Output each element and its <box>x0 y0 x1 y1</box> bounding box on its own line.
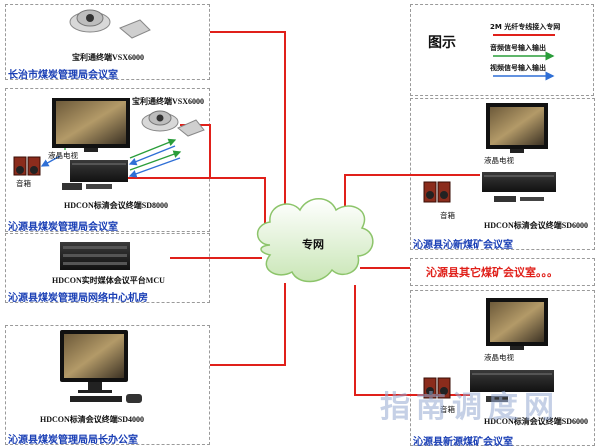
speaker-qinxin-icon <box>423 181 451 203</box>
xinyuan-speaker-label: 音箱 <box>440 405 455 414</box>
sd4000-office-icon <box>70 394 142 403</box>
lcd-monitor-office-icon <box>60 330 128 393</box>
qinxin-speaker-label: 音箱 <box>440 211 455 220</box>
qinyuan-bureau-caption: 沁源县煤炭管理局会议室 <box>8 222 118 233</box>
other-mines-caption: 沁源县其它煤矿会议室。。。 <box>426 266 558 279</box>
qinxin-lcd-tv-label: 液晶电视 <box>484 156 514 165</box>
private-network-label: 专网 <box>302 238 324 251</box>
av-signal-arrows <box>40 132 182 178</box>
office-sd4000-label: HDCON标清会议终端SD4000 <box>40 415 145 424</box>
sd6000-xinyuan-icon <box>470 370 554 402</box>
private-network-cloud <box>256 198 374 283</box>
vsx6000-bureau-icon <box>141 110 205 137</box>
bureau-lcd-tv-label: 液晶电视 <box>48 151 78 160</box>
changzhi-vsx6000-label: 宝利通终端VSX6000 <box>72 53 145 62</box>
director-office-caption: 沁源县煤炭管理局局长办公室 <box>8 435 138 446</box>
lcd-tv-bureau-icon <box>52 98 130 152</box>
sd8000-bureau-icon <box>62 160 128 190</box>
xinyuan-mine-caption: 沁源县新源煤矿会议室 <box>413 437 513 448</box>
legend-item-audio: 音频信号输入输出 <box>490 44 546 52</box>
lcd-tv-qinxin-icon <box>486 103 548 153</box>
bureau-speaker-label: 音箱 <box>16 179 31 188</box>
speaker-xinyuan-icon <box>423 377 451 399</box>
site-other-mines-box <box>410 258 595 286</box>
speaker-bureau-icon <box>13 156 41 176</box>
fiber-line-director-office <box>210 283 286 366</box>
lcd-tv-xinyuan-icon <box>486 298 548 350</box>
sd6000-qinxin-icon <box>482 172 556 202</box>
qinxin-mine-caption: 沁源县沁新煤矿会议室 <box>413 240 513 251</box>
bureau-vsx6000-label: 宝利通终端VSX6000 <box>132 97 205 106</box>
legend-item-video: 视频信号输入输出 <box>490 64 546 72</box>
bureau-sd8000-label: HDCON标清会议终端SD8000 <box>64 201 169 210</box>
legend-item-fiber: 2M 光纤专线接入专网 <box>490 23 561 31</box>
mcu-rack-icon <box>60 242 130 270</box>
watermark-text: 指南调度网 <box>380 390 560 425</box>
mcu-label: HDCON实时媒体会议平台MCU <box>52 276 165 285</box>
vsx6000-changzhi-icon <box>69 9 151 39</box>
legend-box <box>410 4 594 96</box>
qinxin-sd6000-label: HDCON标清会议终端SD6000 <box>484 221 589 230</box>
xinyuan-lcd-tv-label: 液晶电视 <box>484 353 514 362</box>
fiber-line-xinyuan-mine <box>354 285 470 396</box>
fiber-line-qinyuan-bureau <box>120 177 266 238</box>
xinyuan-sd6000-label: HDCON标清会议终端SD6000 <box>484 417 589 426</box>
changzhi-caption: 长治市煤炭管理局会议室 <box>8 70 118 81</box>
legend-title: 图示 <box>428 35 456 51</box>
network-center-caption: 沁源县煤炭管理局网络中心机房 <box>8 293 148 304</box>
